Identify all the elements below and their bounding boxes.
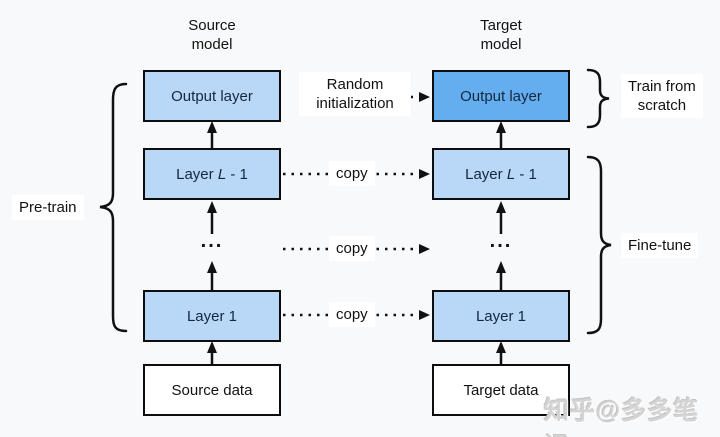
source-layer-1-label: Layer 1 (186, 307, 238, 325)
copy-label-bottom: copy (329, 302, 375, 327)
zhihu-watermark: 知乎@多多笔记 (544, 397, 700, 437)
target-layer-1-label: Layer 1 (475, 307, 527, 325)
source-up-arrows (207, 121, 217, 364)
source-layer-l1-box: Layer L - 1 (143, 148, 281, 200)
target-output-layer-label: Output layer (460, 87, 542, 105)
source-data-box: Source data (143, 364, 281, 416)
source-layer-l1-label: Layer L - 1 (176, 165, 248, 183)
target-layer-l1-label: Layer L - 1 (465, 165, 537, 183)
target-up-arrows (496, 121, 506, 364)
target-output-layer-box: Output layer (432, 70, 570, 122)
target-ellipsis: ... (489, 230, 513, 252)
target-data-box: Target data (432, 364, 570, 416)
finetune-brace (586, 155, 612, 335)
source-model-title: Source model (188, 17, 236, 53)
layer-variable-l: L (506, 165, 516, 183)
source-layer-1-box: Layer 1 (143, 290, 281, 342)
copy-label-top: copy (329, 161, 375, 186)
target-data-label: Target data (463, 381, 539, 399)
layer-variable-l: L (217, 165, 227, 183)
source-data-label: Source data (171, 381, 253, 399)
random-initialization-label: Random initialization (299, 72, 411, 116)
random-init-arrow (402, 92, 430, 102)
finetune-label: Fine-tune (621, 233, 699, 258)
source-output-layer-box: Output layer (143, 70, 281, 122)
target-layer-1-box: Layer 1 (432, 290, 570, 342)
train-from-scratch-label: Train from scratch (621, 74, 703, 118)
source-ellipsis: ... (200, 230, 224, 252)
pretrain-brace (99, 82, 128, 333)
copy-label-middle: copy (329, 236, 375, 261)
target-layer-l1-box: Layer L - 1 (432, 148, 570, 200)
train-scratch-brace (586, 68, 610, 129)
source-output-layer-label: Output layer (171, 87, 253, 105)
target-model-title: Target model (480, 17, 522, 53)
pretrain-label: Pre-train (12, 195, 84, 220)
